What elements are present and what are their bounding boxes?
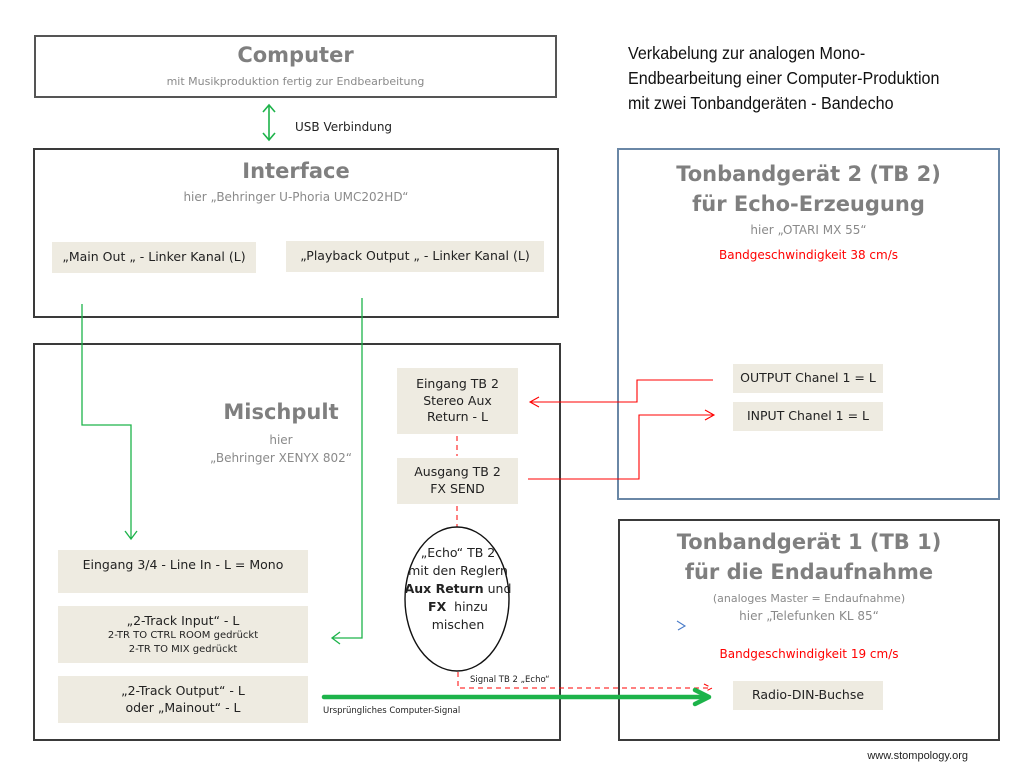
tb2-input-port: INPUT Chanel 1 = L: [733, 402, 883, 431]
port-line: Eingang TB 2: [416, 375, 499, 391]
tb1-subtitle-line2: hier „Telefunken KL 85“: [739, 609, 879, 623]
two-track-input-port: „2-Track Input“ - L 2-TR TO CTRL ROOM ge…: [58, 606, 308, 663]
echo-note-line: mischen: [431, 617, 485, 632]
port-line: Return - L: [427, 409, 488, 425]
port-note: 2-TR TO MIX gedrückt: [128, 643, 238, 655]
port-line: Ausgang TB 2: [414, 464, 501, 480]
port-note: 2-TR TO CTRL ROOM gedrückt: [107, 630, 259, 642]
echo-note-bold: FX: [428, 599, 447, 614]
original-signal-label: Ursprüngliches Computer-Signal: [323, 706, 461, 716]
echo-mix-note: „Echo“ TB 2 mit den Reglern Aux Return u…: [398, 544, 518, 634]
fx-send-port: Ausgang TB 2 FX SEND: [397, 458, 518, 504]
tb1-tape-speed: Bandgeschwindigkeit 19 cm/s: [719, 647, 899, 661]
heading-line: Verkabelung zur analogen Mono-: [628, 43, 866, 63]
line-in-port: Eingang 3/4 - Line In - L = Mono: [58, 550, 308, 593]
port-line: „2-Track Output“ - L: [121, 682, 245, 698]
two-track-output-port: „2-Track Output“ - L oder „Mainout“ - L: [58, 676, 308, 723]
mixer-subtitle-line1: hier: [269, 433, 293, 447]
echo-signal-label: Signal TB 2 „Echo“: [470, 675, 550, 685]
port-line: Stereo Aux: [423, 392, 492, 408]
port-line: FX SEND: [430, 481, 485, 496]
footer-url: www.stompology.org: [867, 750, 968, 762]
computer-subtitle: mit Musikproduktion fertig zur Endbearbe…: [166, 75, 425, 88]
echo-note-bold: Aux Return: [404, 581, 484, 596]
echo-note-text: und: [483, 581, 512, 596]
diagram-heading: Verkabelung zur analogen Mono- Endbearbe…: [628, 41, 939, 116]
tb2-title-line2: für Echo-Erzeugung: [692, 192, 925, 216]
echo-note-line: FX hinzu: [398, 598, 518, 616]
tb2-tape-speed: Bandgeschwindigkeit 38 cm/s: [718, 248, 898, 262]
heading-line: Endbearbeitung einer Computer-Produktion: [628, 68, 940, 88]
main-out-port: „Main Out „ - Linker Kanal (L): [52, 242, 256, 273]
interface-box: Interface hier „Behringer U-Phoria UMC20…: [33, 148, 559, 318]
tb1-title-line1: Tonbandgerät 1 (TB 1): [676, 530, 942, 554]
port-line: oder „Mainout“ - L: [125, 699, 241, 715]
echo-note-text: hinzu: [446, 599, 488, 614]
tb1-title-line2: für die Endaufnahme: [684, 560, 934, 584]
mixer-title: Mischpult: [223, 400, 339, 424]
tb2-subtitle: hier „OTARI MX 55“: [750, 223, 867, 237]
tb2-box: Tonbandgerät 2 (TB 2) für Echo-Erzeugung…: [617, 148, 1000, 500]
computer-title: Computer: [237, 43, 354, 67]
aux-return-port: Eingang TB 2 Stereo Aux Return - L: [397, 368, 518, 434]
mixer-subtitle-line2: „Behringer XENYX 802“: [210, 451, 352, 465]
tb2-title-line1: Tonbandgerät 2 (TB 2): [676, 162, 941, 186]
tb2-output-port: OUTPUT Chanel 1 = L: [733, 364, 883, 393]
tb1-subtitle-line1: (analoges Master = Endaufnahme): [712, 592, 906, 605]
port-line: „2-Track Input“ - L: [126, 612, 240, 628]
echo-note-line: mit den Reglern: [408, 563, 508, 578]
computer-box: Computer mit Musikproduktion fertig zur …: [34, 35, 557, 98]
usb-label: USB Verbindung: [295, 120, 393, 134]
radio-din-port: Radio-DIN-Buchse: [733, 681, 883, 710]
interface-subtitle: hier „Behringer U-Phoria UMC202HD“: [183, 190, 409, 204]
interface-title: Interface: [242, 159, 350, 183]
echo-note-line: Aux Return und: [398, 580, 518, 598]
echo-note-line: „Echo“ TB 2: [420, 545, 496, 560]
usb-double-arrow-icon: [262, 103, 276, 142]
heading-line: mit zwei Tonbandgeräten - Bandecho: [628, 93, 894, 113]
playback-output-port: „Playback Output „ - Linker Kanal (L): [286, 241, 544, 272]
